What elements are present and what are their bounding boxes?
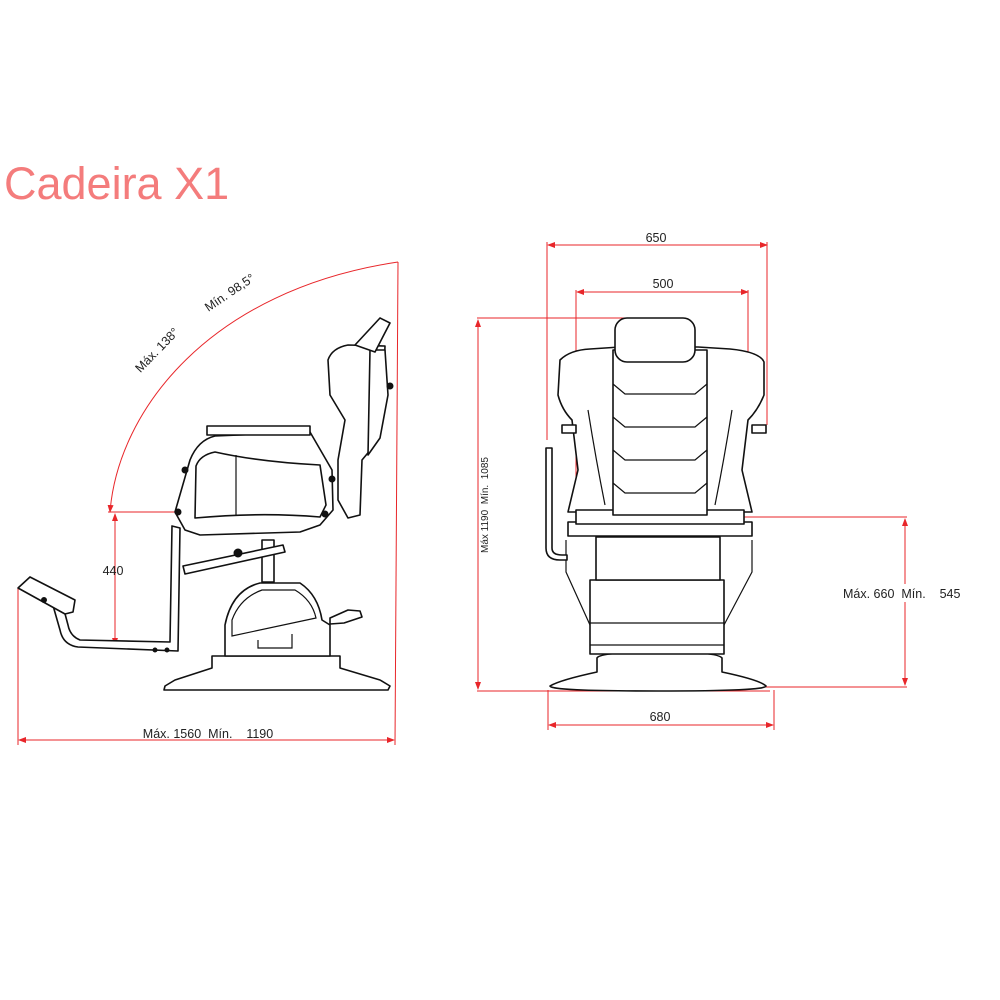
pump-handle [257,634,293,649]
armrest-right [751,424,767,434]
hydraulic-pump [224,582,331,657]
seat-cushion [194,451,327,519]
height-label: Máx 1190 Mín. 1085 [480,457,491,553]
base-width-label: 680 [650,710,671,724]
front-view: 650 500 Máx 1190 Mín. 1085 680 Máx. 660 … [475,231,972,730]
frame-pivots [41,466,336,653]
recline-angle-arc [107,261,399,513]
backrest-stitching [612,383,708,494]
length-label: Máx. 1560 Mín. 1190 [143,727,273,741]
chair-side-drawing [17,317,394,691]
armrest-top [206,425,311,436]
front-dimensions: 650 500 Máx 1190 Mín. 1085 680 Máx. 660 … [475,231,972,730]
headrest [614,317,696,363]
seat-height-label: 440 [103,564,124,578]
armrest-left [561,424,577,434]
base-plate [549,651,767,692]
side-frame [565,540,753,626]
backrest-shell [367,349,389,456]
inner-width-label: 500 [653,277,674,291]
column-housing [595,536,721,581]
backrest-center [612,349,708,516]
outer-width-label: 650 [646,231,667,245]
angle-min-label: Mín. 98,5° [202,271,257,315]
left-armrest-lever [545,447,568,561]
footrest-arm [49,525,181,652]
foot-pedal [329,609,363,625]
base-plate [163,655,391,691]
side-view: Máx. 138° Mín. 98,5° 440 Máx. 1560 Mín. … [17,261,399,746]
angle-max-label: Máx. 138° [132,325,181,375]
footrest-pad [17,576,76,615]
chair-front-drawing [545,317,767,692]
headrest [354,317,391,353]
extension-line-right [394,261,399,746]
column [261,539,275,583]
diagram-title: Cadeira X1 [4,158,230,209]
pivot-bolt [233,548,243,558]
recline-knob [386,382,394,390]
linkage-bar [182,544,286,575]
front-seat-height-label: Máx. 660 Mín. 545 [843,587,960,601]
hydraulic-base-box [589,579,725,655]
wing-seams [587,409,733,506]
pump-cover [231,589,317,637]
